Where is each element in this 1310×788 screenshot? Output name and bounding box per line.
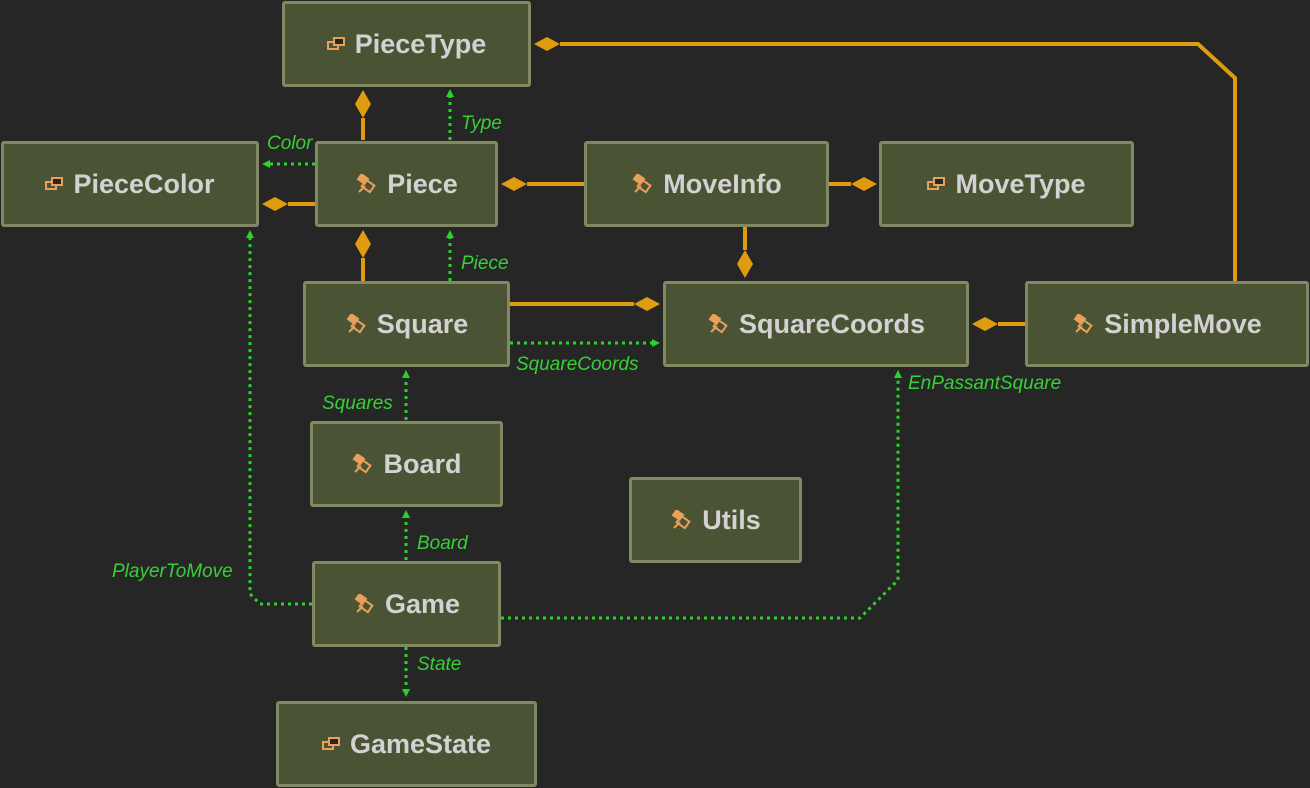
node-utils[interactable]: Utils (629, 477, 802, 563)
node-label: Game (384, 588, 461, 619)
class-icon (631, 174, 653, 194)
link-board-square-dependency (402, 370, 410, 420)
link-square-squarecoords-composition (510, 297, 660, 311)
link-game-piececolor-dependency (246, 230, 312, 606)
node-board[interactable]: Board (310, 421, 503, 507)
link-game-gamestate-dependency (402, 647, 410, 697)
link-simplemove-piecetype-composition (534, 37, 1237, 281)
link-moveinfo-piece-composition (501, 177, 584, 191)
enum-icon (321, 737, 340, 751)
node-piececolor[interactable]: PieceColor (1, 141, 259, 227)
class-icon (355, 174, 377, 194)
node-label: Square (376, 308, 469, 339)
enum-icon (45, 177, 64, 191)
class-icon (353, 594, 375, 614)
node-label: Board (383, 448, 462, 479)
class-icon (670, 510, 692, 530)
link-moveinfo-movetype-composition (829, 177, 877, 191)
node-simplemove[interactable]: SimpleMove (1025, 281, 1309, 367)
enum-icon (927, 177, 946, 191)
link-label-state: State (417, 654, 462, 675)
link-square-piece-composition (355, 230, 371, 281)
node-label: Utils (702, 504, 761, 535)
class-icon (1072, 314, 1094, 334)
node-piecetype[interactable]: PieceType (282, 1, 531, 87)
link-label-board: Board (417, 533, 468, 554)
node-label: PieceType (354, 28, 487, 59)
link-piece-piecetype-dependency (446, 89, 454, 140)
link-simplemove-squarecoords-composition (972, 317, 1025, 331)
node-label: MoveInfo (663, 168, 782, 199)
node-squarecoords[interactable]: SquareCoords (663, 281, 969, 367)
node-square[interactable]: Square (303, 281, 510, 367)
link-square-piece-dependency (446, 230, 454, 281)
link-label-enpassantsquare: EnPassantSquare (908, 373, 1062, 394)
class-icon (345, 314, 367, 334)
node-game[interactable]: Game (312, 561, 501, 647)
node-label: PieceColor (73, 168, 215, 199)
node-piece[interactable]: Piece (315, 141, 498, 227)
node-gamestate[interactable]: GameState (276, 701, 537, 787)
link-label-type: Type (461, 113, 502, 134)
link-label-squares: Squares (322, 393, 393, 414)
node-label: SimpleMove (1104, 308, 1262, 339)
link-piece-piececolor-dependency (262, 160, 315, 168)
link-game-board-dependency (402, 510, 410, 560)
node-moveinfo[interactable]: MoveInfo (584, 141, 829, 227)
class-icon (707, 314, 729, 334)
link-label-squarecoords: SquareCoords (516, 354, 639, 375)
node-label: GameState (349, 728, 492, 759)
node-label: Piece (387, 168, 458, 199)
link-moveinfo-squarecoords-composition (737, 227, 753, 278)
link-square-squarecoords-dependency (510, 339, 660, 347)
link-game-squarecoords-dependency (501, 370, 902, 620)
link-label-playertomove: PlayerToMove (112, 561, 233, 582)
link-label-color: Color (267, 133, 313, 154)
link-piece-piecetype-composition (355, 90, 371, 140)
class-icon (351, 454, 373, 474)
node-label: MoveType (955, 168, 1086, 199)
link-label-piece: Piece (461, 253, 509, 274)
node-label: SquareCoords (738, 308, 926, 339)
node-movetype[interactable]: MoveType (879, 141, 1134, 227)
enum-icon (326, 37, 345, 51)
link-piece-piececolor-composition (262, 197, 315, 211)
